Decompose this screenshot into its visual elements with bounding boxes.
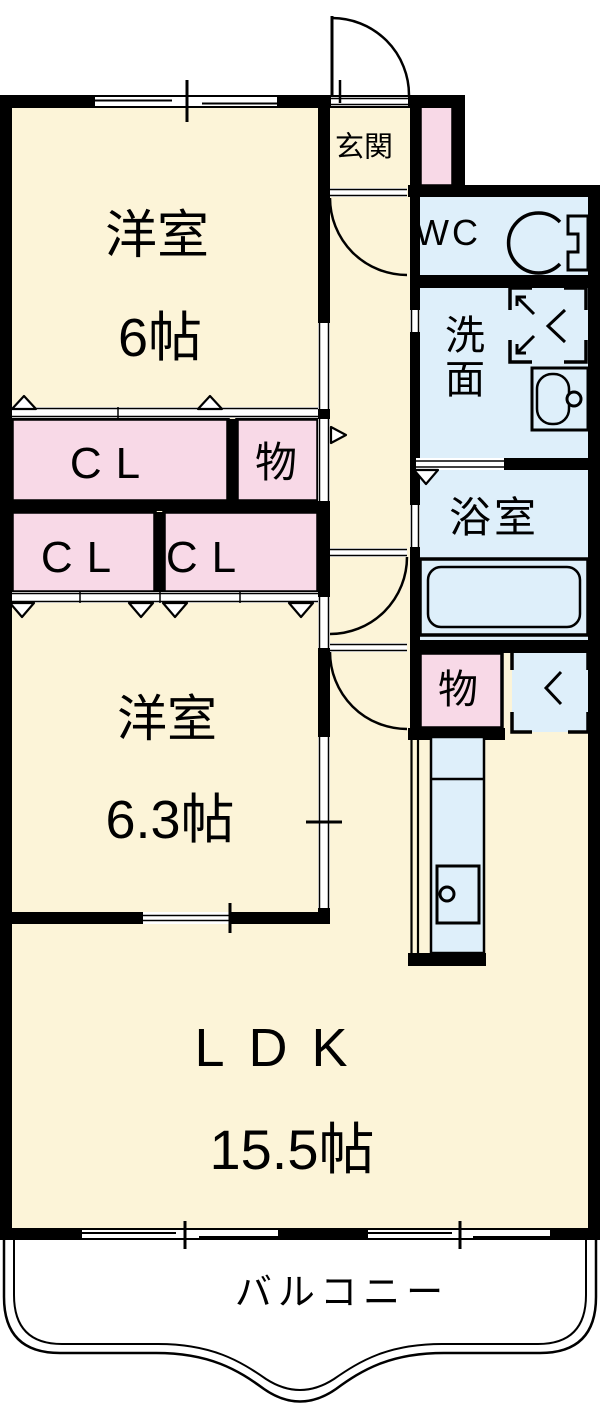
- closet3-label: CL: [165, 533, 251, 582]
- door-swings: [328, 16, 411, 731]
- fridge-space-icon: [510, 648, 590, 734]
- wc-floor: [420, 197, 588, 275]
- bedroom2-label: 洋室: [117, 691, 217, 747]
- ldk-size: 15.5帖: [209, 1118, 375, 1181]
- closet1-box: [10, 417, 230, 503]
- faucet-icon: [438, 885, 456, 903]
- closet-open-arrow-icon: [196, 394, 224, 411]
- genkan-door-swing-icon: [328, 197, 408, 277]
- door-arrows: [8, 394, 440, 619]
- ldk-door-swing-icon: [328, 651, 408, 731]
- bath-door-arrow-icon: [412, 468, 440, 486]
- storage-kitchen-label: 物: [438, 668, 478, 712]
- bathtub-icon: [418, 557, 590, 637]
- wc-label: WC: [415, 212, 481, 253]
- bedroom1-size: 6帖: [117, 308, 203, 368]
- fixtures: [410, 211, 590, 955]
- closet-open-arrow-icon: [127, 601, 155, 619]
- entry-door-swing-icon: [330, 16, 411, 96]
- wall-openings: [12, 80, 550, 1249]
- bath-floor: [420, 470, 588, 640]
- shoe-cabinet: [418, 104, 455, 188]
- washer-pan-icon: [508, 286, 588, 364]
- balcony-outline: [2, 1240, 598, 1403]
- hall-door-swing-icon: [329, 556, 409, 636]
- closet-open-arrow-icon: [10, 394, 38, 411]
- storage-hall-label: 物: [254, 439, 298, 486]
- senmen-label: 洗面: [439, 314, 483, 402]
- balcony-label: バルコニー: [234, 1271, 450, 1313]
- closet-open-arrow-icon: [8, 601, 36, 619]
- ldk-label: LDK: [194, 1018, 372, 1078]
- closet2-box: [10, 510, 157, 594]
- genkan-label: 玄関: [334, 131, 394, 164]
- closet2-label: CL: [40, 533, 126, 582]
- bath-label: 浴室: [448, 494, 540, 541]
- closet1-label: CL: [69, 439, 155, 488]
- closet-open-arrow-icon: [287, 601, 315, 619]
- kitchen-sink-icon: [435, 864, 481, 925]
- toilet-icon: [506, 211, 590, 275]
- closet-open-arrow-icon: [161, 601, 189, 619]
- bedroom1-label: 洋室: [104, 207, 210, 265]
- vanity-sink-icon: [530, 366, 590, 432]
- kitchen-counter-icon: [410, 735, 486, 955]
- bedroom2-size: 6.3帖: [105, 790, 235, 850]
- storage-open-arrow-icon: [329, 425, 348, 445]
